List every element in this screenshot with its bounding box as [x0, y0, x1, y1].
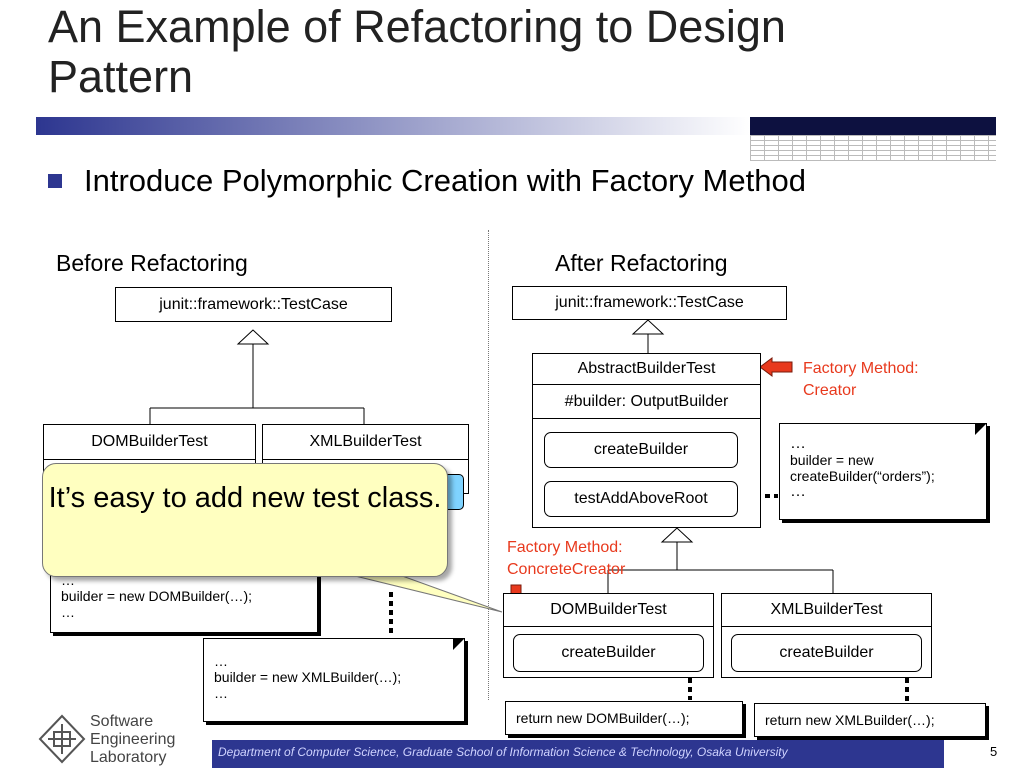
before-heading: Before Refactoring [56, 250, 248, 276]
logo-line3: Laboratory [90, 749, 167, 766]
after-abstract-class-name: AbstractBuilderTest [533, 354, 760, 385]
before-xml-note-line2: builder = new XMLBuilder(…); [214, 669, 402, 685]
inheritance-arrow-before [236, 329, 270, 345]
after-dom-return-note: return new DOMBuilder(…); [505, 701, 743, 735]
factory-creator-label-line1: Factory Method: [803, 360, 919, 377]
title-line-1: An Example of Refactoring to Design [48, 1, 786, 52]
callout-bubble: It’s easy to add new test class. [42, 463, 448, 577]
lab-logo-text: Software Engineering Laboratory [90, 713, 175, 767]
after-heading: After Refactoring [555, 250, 728, 276]
before-xml-note-line3: … [214, 685, 228, 701]
bullet-text: Introduce Polymorphic Creation with Fact… [84, 163, 806, 198]
footer-bar [212, 740, 944, 768]
header-grid-pattern [750, 135, 996, 161]
after-note-line1: … [790, 435, 806, 452]
after-abstract-method-createbuilder: createBuilder [544, 432, 738, 468]
after-abstract-method-testaddaboveroot: testAddAboveRoot [544, 481, 738, 517]
after-dom-method-createbuilder: createBuilder [513, 634, 704, 672]
note-fold-icon [453, 638, 465, 650]
after-xml-class-name: XMLBuilderTest [722, 594, 931, 627]
after-testcase-class: junit::framework::TestCase [512, 286, 787, 320]
before-dom-note-line3: … [61, 604, 75, 620]
factory-creator-label-line2: Creator [803, 382, 857, 399]
note-fold-icon [975, 423, 987, 435]
factory-creator-label: Factory Method: Creator [803, 358, 919, 402]
factory-concrete-label: Factory Method: ConcreteCreator [507, 537, 625, 581]
title-line-2: Pattern [48, 51, 194, 102]
before-xml-note-line1: … [214, 653, 228, 669]
header-band [36, 117, 750, 135]
before-dom-class-name: DOMBuilderTest [44, 425, 255, 460]
sel-logo-icon [38, 714, 86, 764]
after-note-line4: … [790, 483, 806, 500]
after-xml-return-note: return new XMLBuilder(…); [754, 703, 986, 737]
logo-line2: Engineering [90, 731, 176, 748]
after-code-note: … builder = new createBuilder(“orders”);… [779, 423, 987, 520]
after-note-line3: createBuilder(“orders”); [790, 468, 935, 484]
inheritance-arrow-after-bottom [660, 527, 694, 543]
factory-concrete-label-line1: Factory Method: [507, 539, 623, 556]
slide-title: An Example of Refactoring to Design Patt… [48, 2, 786, 102]
footer-text: Department of Computer Science, Graduate… [218, 745, 788, 759]
before-dom-note-line2: builder = new DOMBuilder(…); [61, 588, 253, 604]
logo-line1: Software [90, 713, 154, 730]
after-xml-method-createbuilder: createBuilder [731, 634, 922, 672]
after-abstract-attribute: #builder: OutputBuilder [533, 385, 760, 419]
inheritance-arrow-after-top [631, 319, 665, 335]
bullet-square-icon [48, 174, 62, 188]
after-note-line2: builder = new [790, 452, 874, 468]
header-band-dark [750, 117, 996, 135]
column-divider [488, 230, 489, 700]
after-dom-class-name: DOMBuilderTest [504, 594, 713, 627]
before-xml-class-name: XMLBuilderTest [263, 425, 468, 460]
page-number: 5 [990, 744, 998, 759]
before-xml-code-note: … builder = new XMLBuilder(…); … [203, 638, 465, 722]
before-testcase-class: junit::framework::TestCase [115, 287, 392, 322]
red-arrow-creator-icon [759, 357, 793, 377]
factory-concrete-label-line2: ConcreteCreator [507, 561, 626, 578]
